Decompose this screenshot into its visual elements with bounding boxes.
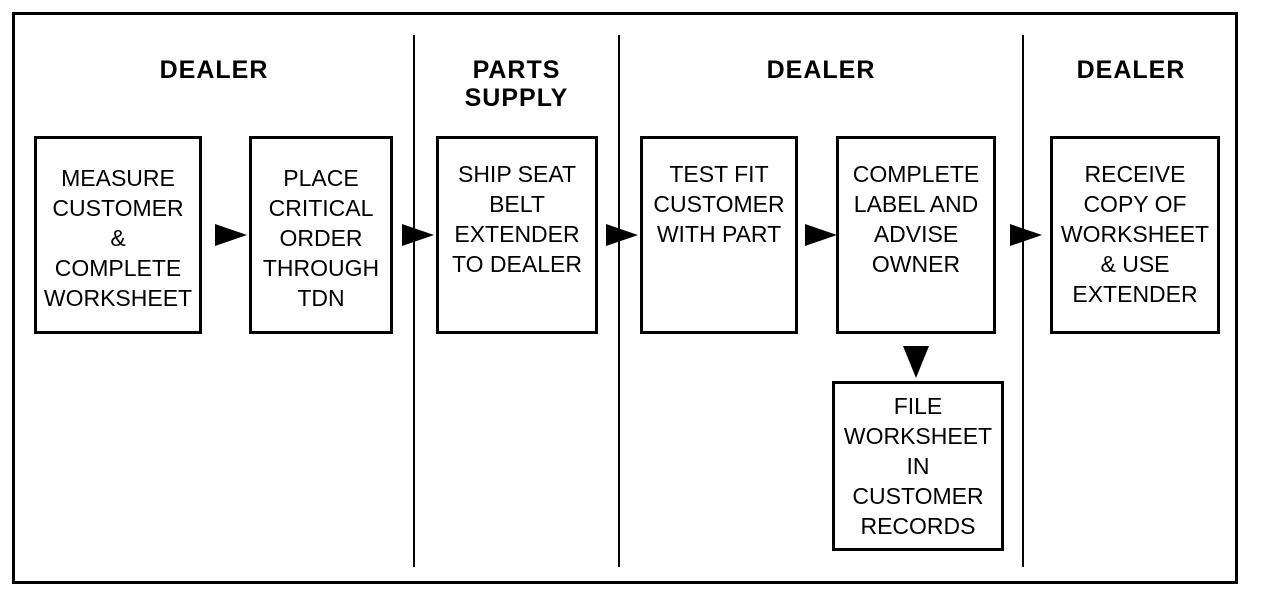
arrow-test-fit-to-complete-label <box>805 224 837 246</box>
step-text-line: CRITICAL <box>268 195 374 221</box>
lane-header-dealer-3: DEALER <box>1024 56 1238 84</box>
step-text-line: MEASURE <box>61 165 175 191</box>
arrow-complete-label-to-file <box>903 346 929 378</box>
step-text-line: & USE <box>1100 251 1170 277</box>
step-text-line: CUSTOMER <box>52 195 184 221</box>
step-text-line: WORKSHEET <box>843 423 993 449</box>
step-text-line: COPY OF <box>1083 191 1187 217</box>
lane-header-line: PARTS <box>472 56 561 84</box>
step-text-line: PLACE <box>283 165 359 191</box>
lane-header-line: DEALER <box>766 56 876 84</box>
step-text-line: WORKSHEET <box>43 285 193 311</box>
step-text-line: THROUGH <box>262 255 380 281</box>
lane-divider-3 <box>1022 35 1024 567</box>
step-text-line: & <box>110 225 126 251</box>
step-file-worksheet: FILE WORKSHEET IN CUSTOMER RECORDS <box>832 381 1004 551</box>
arrow-measure-to-place-order <box>215 224 247 246</box>
lane-header-dealer-2: DEALER <box>620 56 1022 84</box>
step-text-line: TO DEALER <box>452 251 582 277</box>
step-text-line: CUSTOMER <box>653 191 785 217</box>
lane-header-line: SUPPLY <box>464 84 569 112</box>
lane-header-dealer-1: DEALER <box>15 56 413 84</box>
step-text-line: RECEIVE <box>1084 161 1186 187</box>
lane-divider-2 <box>618 35 620 567</box>
step-place-order: PLACE CRITICAL ORDER THROUGH TDN <box>249 136 393 334</box>
step-text-line: FILE <box>893 393 943 419</box>
step-receive-copy: RECEIVE COPY OF WORKSHEET & USE EXTENDER <box>1050 136 1220 334</box>
step-text-line: ADVISE <box>873 221 959 247</box>
step-text-line: CUSTOMER <box>852 483 984 509</box>
step-measure-customer: MEASURE CUSTOMER & COMPLETE WORKSHEET <box>34 136 202 334</box>
lane-divider-1 <box>413 35 415 567</box>
step-text-line: EXTENDER <box>454 221 580 247</box>
arrow-place-order-to-ship <box>402 224 434 246</box>
step-text-line: SHIP SEAT <box>457 161 577 187</box>
step-text-line: WORKSHEET <box>1060 221 1210 247</box>
step-ship-extender: SHIP SEAT BELT EXTENDER TO DEALER <box>436 136 598 334</box>
step-text-line: EXTENDER <box>1072 281 1198 307</box>
arrow-ship-to-test-fit <box>606 224 638 246</box>
step-text-line: COMPLETE <box>54 255 182 281</box>
step-text-line: WITH PART <box>656 221 782 247</box>
arrow-complete-label-to-receive <box>1010 224 1042 246</box>
step-text-line: TEST FIT <box>669 161 769 187</box>
step-text-line: TDN <box>297 285 345 311</box>
step-text-line: COMPLETE <box>852 161 980 187</box>
lane-header-line: DEALER <box>1076 56 1186 84</box>
step-text-line: IN <box>906 453 930 479</box>
step-text-line: BELT <box>489 191 545 217</box>
step-text-line: ORDER <box>279 225 363 251</box>
step-text-line: RECORDS <box>860 513 976 539</box>
diagram-frame <box>12 12 1238 584</box>
lane-header-line: DEALER <box>159 56 269 84</box>
step-complete-label: COMPLETE LABEL AND ADVISE OWNER <box>836 136 996 334</box>
step-text-line: LABEL AND <box>853 191 979 217</box>
lane-header-parts-supply: PARTS SUPPLY <box>415 56 618 112</box>
step-test-fit: TEST FIT CUSTOMER WITH PART <box>640 136 798 334</box>
step-text-line: OWNER <box>871 251 961 277</box>
